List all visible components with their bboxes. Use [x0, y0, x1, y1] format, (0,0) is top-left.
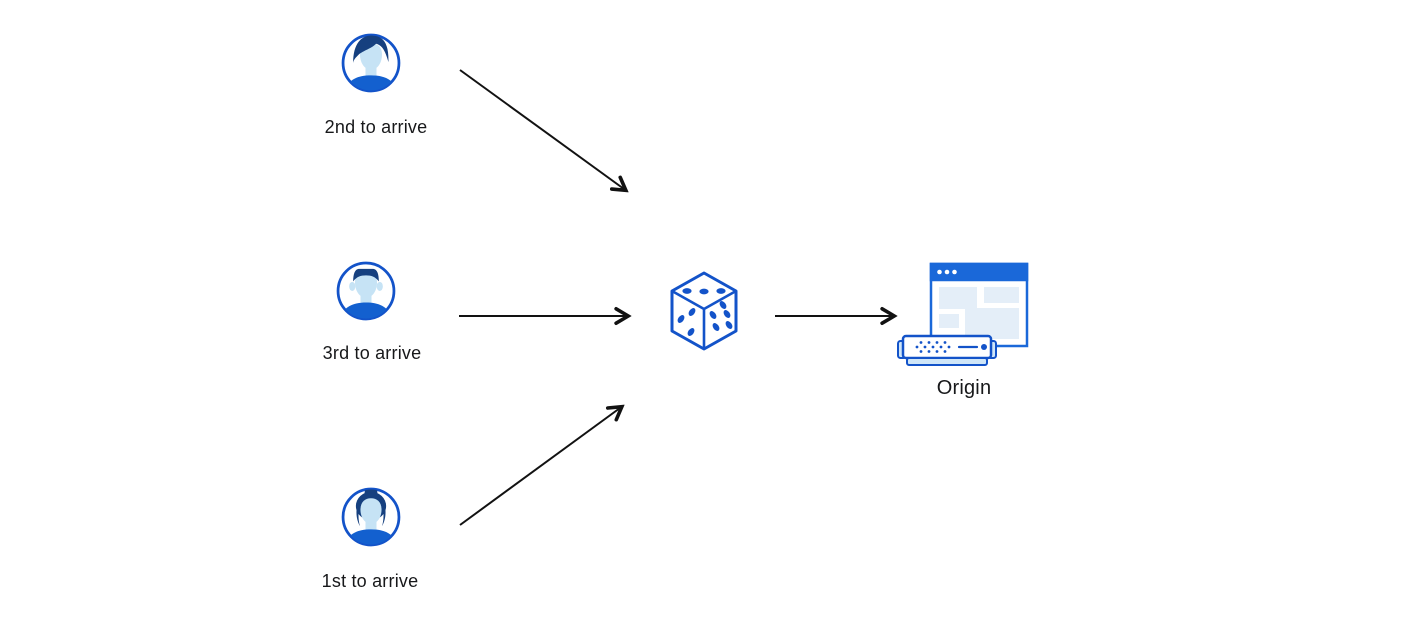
edge-user-second-to-dice [459, 69, 624, 189]
user-first-node [338, 484, 404, 550]
origin-server-with-browser-icon [897, 262, 1029, 366]
user-first-label: 1st to arrive [321, 571, 419, 591]
dice-icon [670, 271, 738, 351]
male-avatar-quiff-icon [341, 33, 401, 93]
user-second-node [338, 30, 404, 96]
server-vent-pattern [915, 341, 951, 353]
user-third-label: 3rd to arrive [322, 343, 422, 363]
male-avatar-flat-top-icon [336, 261, 396, 321]
user-third-node [333, 258, 399, 324]
female-avatar-bun-icon [341, 487, 401, 547]
origin-label: Origin [936, 377, 992, 399]
origin-node [897, 262, 1032, 370]
user-second-label: 2nd to arrive [324, 117, 428, 137]
dice-node [666, 268, 742, 354]
edge-user-first-to-dice [459, 408, 620, 526]
